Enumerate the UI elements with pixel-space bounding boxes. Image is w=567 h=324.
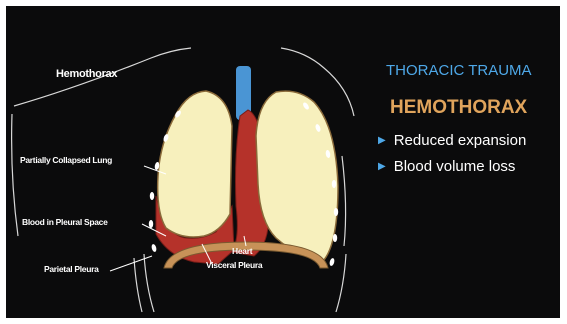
- body-outline: [134, 258, 142, 312]
- body-outline: [144, 254, 154, 312]
- body-outline: [342, 156, 346, 246]
- rib-mark: [151, 244, 157, 253]
- rib-mark: [334, 208, 338, 216]
- rib-mark: [329, 258, 335, 267]
- rib-mark: [333, 234, 337, 242]
- triangle-bullet-icon: ▶: [378, 135, 386, 146]
- bullet-text: Reduced expansion: [394, 132, 527, 149]
- diagram-title: Hemothorax: [56, 68, 117, 80]
- label-visceral-pleura: Visceral Pleura: [206, 260, 262, 270]
- right-lung: [256, 91, 338, 260]
- rib-mark: [149, 220, 153, 228]
- left-lung: [158, 91, 232, 237]
- slide: Hemothorax Partially Collapsed Lung Bloo…: [6, 6, 560, 318]
- subtopic-heading: HEMOTHORAX: [390, 97, 527, 119]
- bullet-text: Blood volume loss: [394, 158, 516, 175]
- body-outline: [336, 254, 346, 312]
- topic-heading: THORACIC TRAUMA: [386, 62, 532, 79]
- bullet-item: ▶ Reduced expansion: [378, 132, 526, 149]
- rib-mark: [332, 180, 336, 188]
- label-parietal-pleura: Parietal Pleura: [44, 264, 99, 274]
- label-partially-collapsed-lung: Partially Collapsed Lung: [20, 155, 112, 165]
- triangle-bullet-icon: ▶: [378, 161, 386, 172]
- label-heart: Heart: [232, 246, 252, 256]
- rib-mark: [150, 192, 154, 200]
- bullet-item: ▶ Blood volume loss: [378, 158, 515, 175]
- body-outline: [12, 114, 18, 236]
- label-blood-in-pleural-space: Blood in Pleural Space: [22, 217, 108, 227]
